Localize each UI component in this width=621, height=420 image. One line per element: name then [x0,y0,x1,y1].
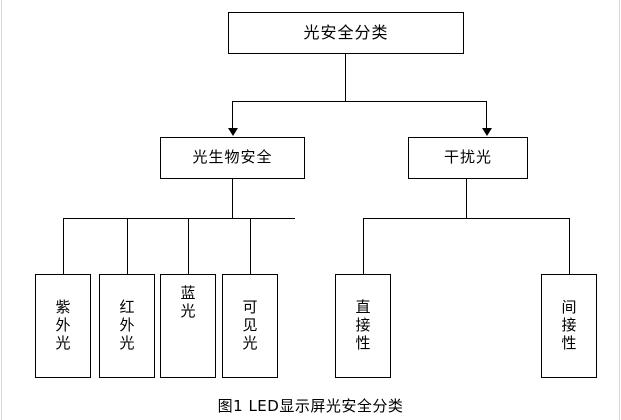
arrowhead-right-mid [482,128,492,136]
connector-left-drop-4 [250,218,251,274]
node-obtrusive-light-label: 干扰光 [443,148,492,167]
connector-root-to-right [486,101,487,129]
arrowhead-left-mid [228,128,238,136]
leaf-char: 性 [355,333,371,352]
leaf-char: 光 [119,333,135,352]
connector-left-stem [232,179,233,219]
connector-left-bus [63,218,295,219]
leaf-char: 直 [355,298,371,317]
leaf-char: 见 [242,316,258,335]
node-root: 光安全分类 [228,12,464,54]
connector-root-stem [345,54,346,102]
node-ultraviolet-light: 紫 外 光 [35,274,91,378]
leaf-char: 外 [55,316,71,335]
connector-root-bus [232,101,486,102]
leaf-char: 光 [180,301,196,320]
connector-left-drop-1 [63,218,64,274]
connector-left-drop-3 [188,218,189,274]
leaf-char: 紫 [55,298,71,317]
node-photobiological-safety: 光生物安全 [160,137,305,179]
leaf-char: 性 [561,333,577,352]
connector-left-drop-2 [127,218,128,274]
node-obtrusive-light: 干扰光 [408,137,528,179]
page-right-edge [619,0,620,420]
connector-right-drop-2 [569,218,570,274]
figure-caption: 图1 LED显示屏光安全分类 [217,397,404,415]
leaf-char: 光 [55,333,71,352]
connector-right-drop-1 [363,218,364,274]
node-visible-light: 可 见 光 [222,274,278,378]
leaf-char: 红 [119,298,135,317]
connector-root-to-left [232,101,233,129]
leaf-char: 蓝 [180,284,196,302]
node-direct: 直 接 性 [335,274,391,378]
connector-right-stem [466,179,467,219]
leaf-char: 接 [355,316,371,335]
node-indirect: 间 接 性 [541,274,597,378]
leaf-char: 间 [561,298,577,317]
leaf-char: 光 [242,333,258,352]
node-root-label: 光安全分类 [303,22,389,42]
leaf-char: 可 [242,298,258,317]
node-infrared-light: 红 外 光 [99,274,155,378]
page-left-edge [1,0,2,420]
leaf-char: 接 [561,316,577,335]
node-blue-light: 蓝 光 [160,274,216,378]
node-photobiological-safety-label: 光生物安全 [192,148,273,167]
connector-right-bus [363,218,570,219]
leaf-char: 外 [119,316,135,335]
